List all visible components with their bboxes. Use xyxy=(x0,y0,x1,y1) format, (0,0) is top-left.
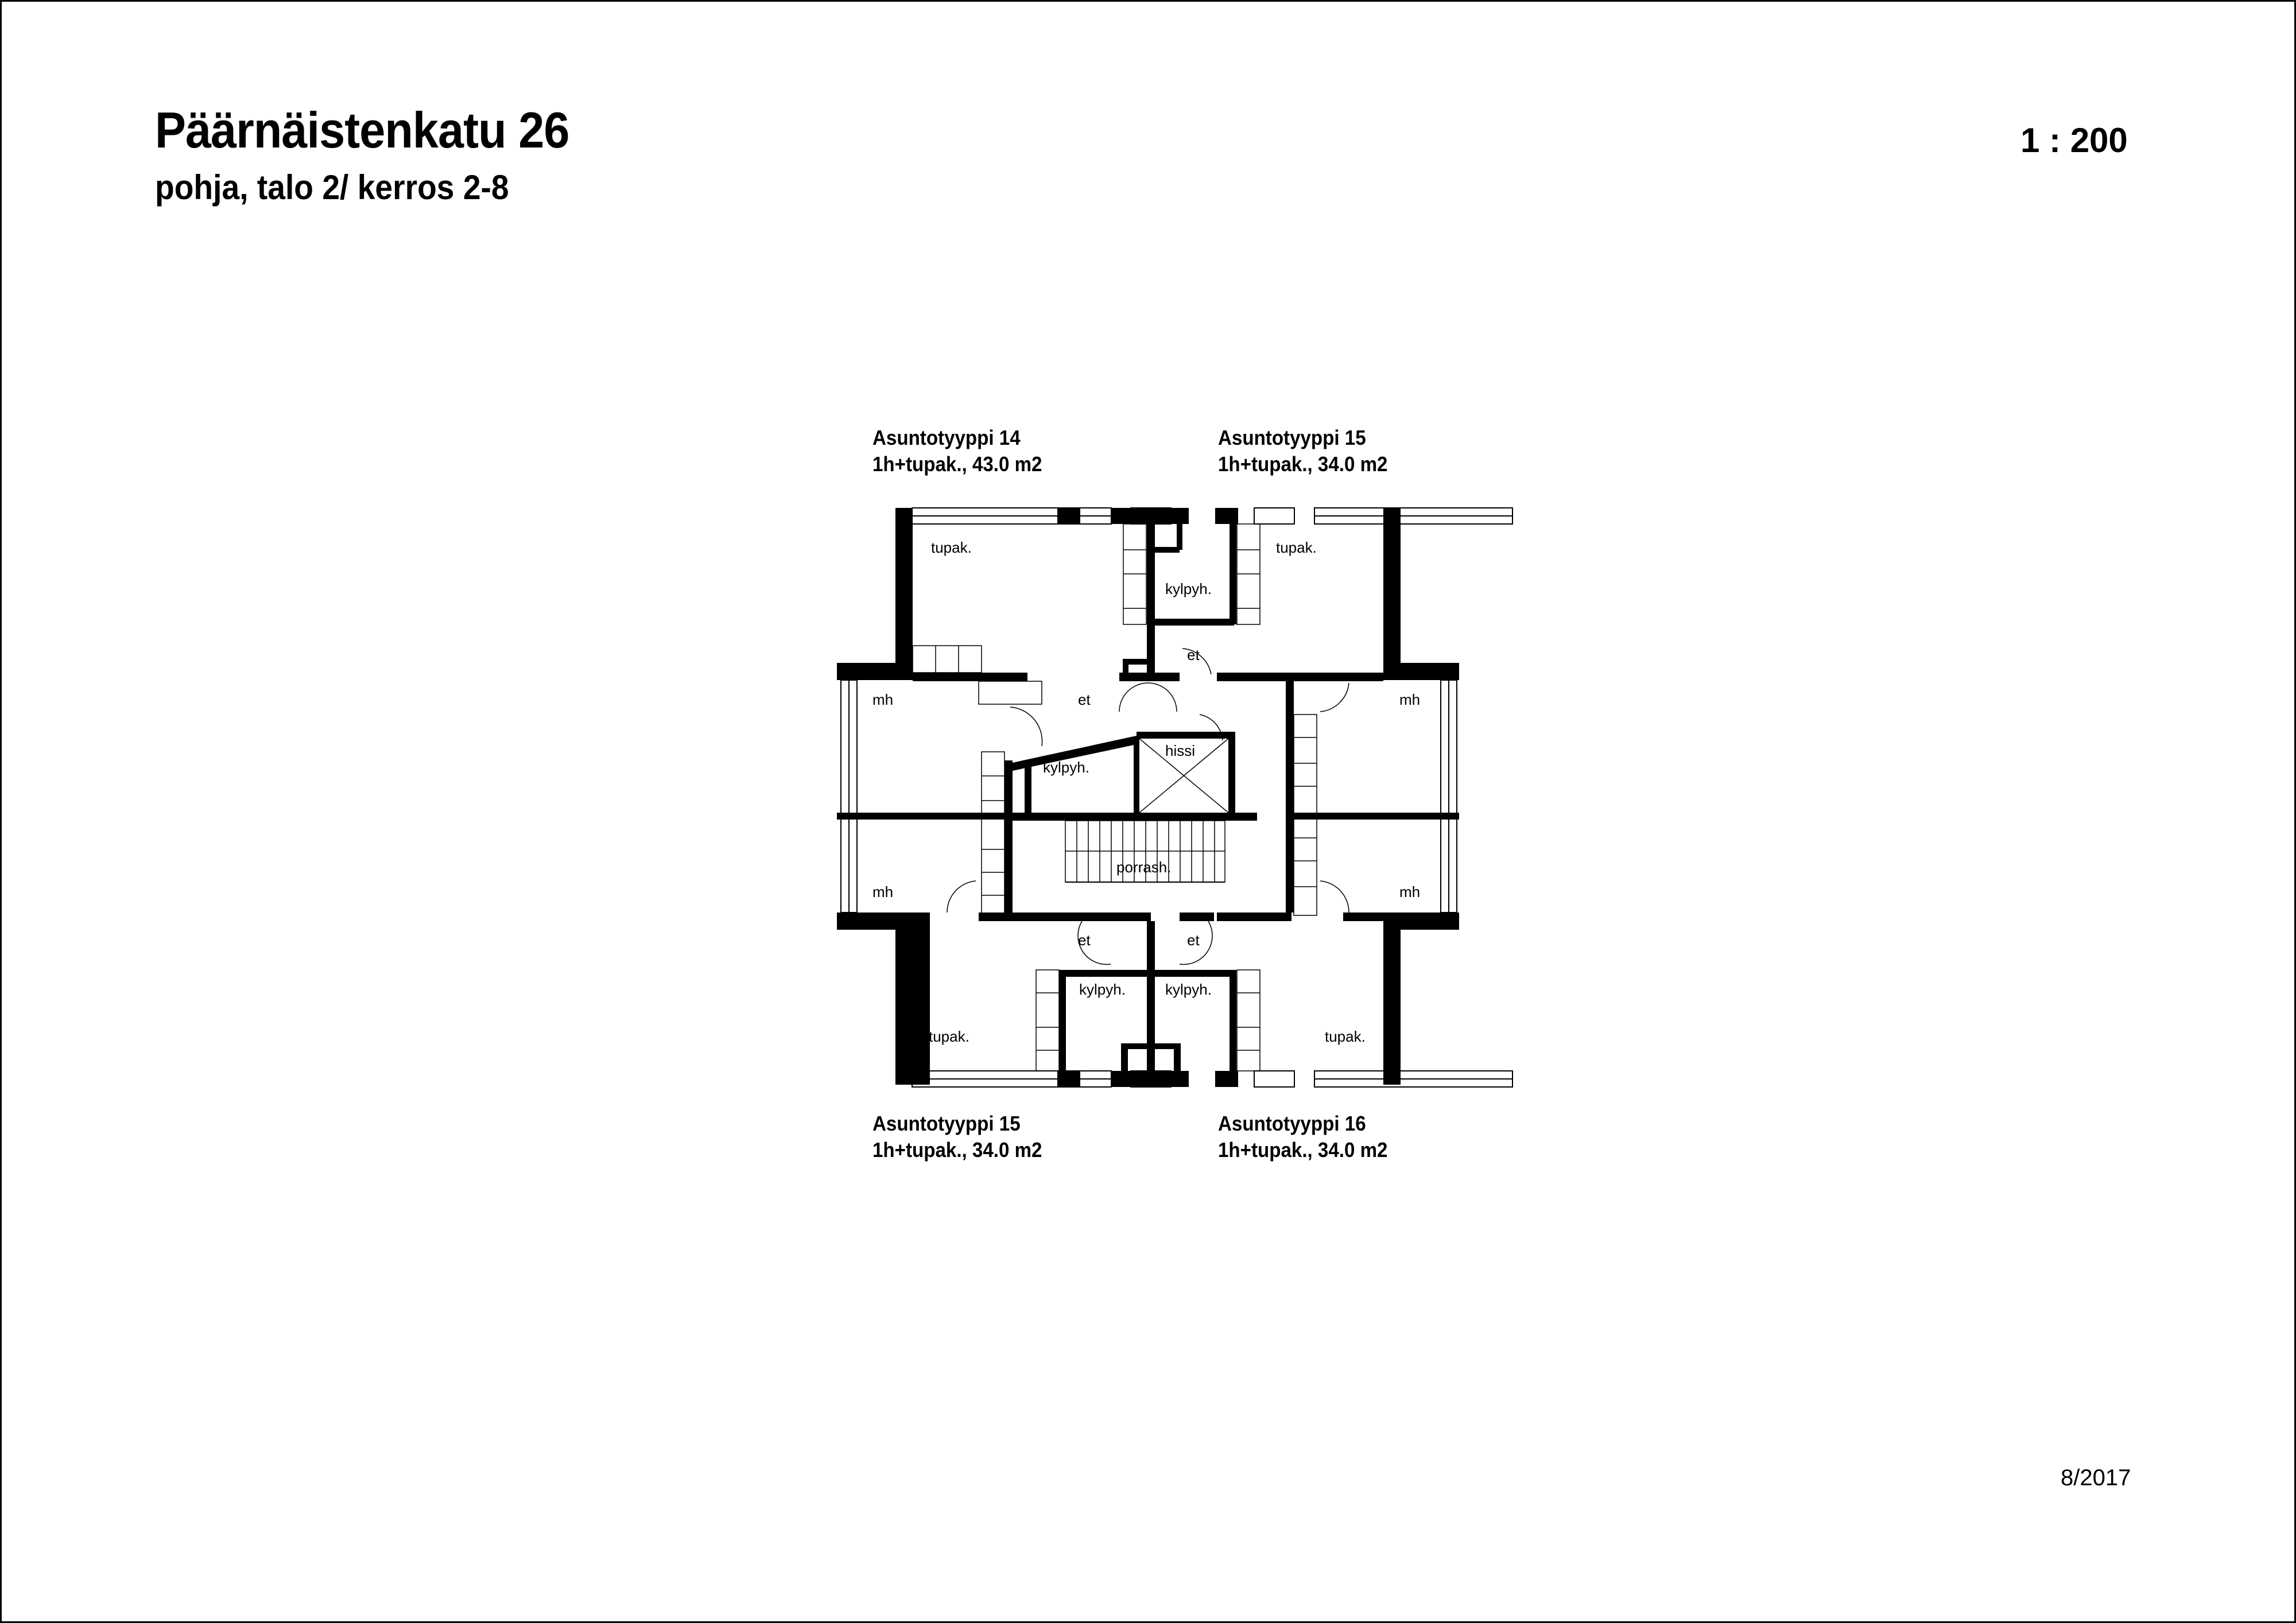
room-label-et: et xyxy=(1078,691,1091,708)
unit-type: Asuntotyyppi 14 xyxy=(872,426,1021,449)
room-label-kylpyh: kylpyh. xyxy=(1079,981,1126,998)
unit-type: Asuntotyyppi 15 xyxy=(1218,426,1366,449)
room-label-kylpyh: kylpyh. xyxy=(1043,759,1089,776)
room-label-et: et xyxy=(1187,646,1200,663)
unit-type: Asuntotyyppi 16 xyxy=(1218,1112,1366,1135)
room-label-mh: mh xyxy=(872,883,893,900)
unit-description: 1h+tupak., 43.0 m2 xyxy=(872,452,1042,476)
scale-label: 1 : 200 xyxy=(2020,121,2128,160)
unit-description: 1h+tupak., 34.0 m2 xyxy=(1218,452,1388,476)
unit-label-top-left: Asuntotyyppi 14 1h+tupak., 43.0 m2 xyxy=(872,425,1042,477)
walls xyxy=(837,508,1459,1087)
room-label-tupak: tupak. xyxy=(1325,1028,1366,1045)
room-labels: tupak. tupak. tupak. tupak. mh mh mh mh … xyxy=(872,539,1420,1045)
room-label-porrash: porrash. xyxy=(1116,859,1171,876)
room-label-tupak: tupak. xyxy=(931,539,972,556)
unit-description: 1h+tupak., 34.0 m2 xyxy=(1218,1138,1388,1162)
room-label-mh: mh xyxy=(1399,691,1420,708)
room-label-hissi: hissi xyxy=(1165,742,1195,759)
unit-label-top-right: Asuntotyyppi 15 1h+tupak., 34.0 m2 xyxy=(1218,425,1387,477)
room-label-tupak: tupak. xyxy=(1276,539,1317,556)
room-label-et: et xyxy=(1078,931,1091,949)
unit-type: Asuntotyyppi 15 xyxy=(872,1112,1021,1135)
fixtures xyxy=(912,523,1349,1071)
room-label-tupak: tupak. xyxy=(929,1028,969,1045)
page-title: Päärnäistenkatu 26 xyxy=(155,102,569,158)
unit-label-bottom-right: Asuntotyyppi 16 1h+tupak., 34.0 m2 xyxy=(1218,1111,1387,1163)
room-label-et: et xyxy=(1187,931,1200,949)
room-label-kylpyh: kylpyh. xyxy=(1165,580,1212,597)
room-label-mh: mh xyxy=(1399,883,1420,900)
unit-label-bottom-left: Asuntotyyppi 15 1h+tupak., 34.0 m2 xyxy=(872,1111,1042,1163)
page-subtitle: pohja, talo 2/ kerros 2-8 xyxy=(155,168,509,207)
room-label-kylpyh: kylpyh. xyxy=(1165,981,1212,998)
room-label-mh: mh xyxy=(872,691,893,708)
unit-description: 1h+tupak., 34.0 m2 xyxy=(872,1138,1042,1162)
date-label: 8/2017 xyxy=(2061,1465,2131,1490)
